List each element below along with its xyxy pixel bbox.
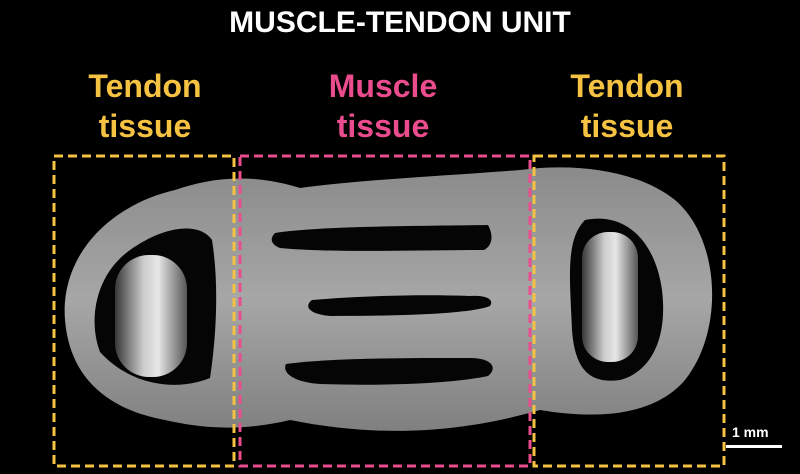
tendon-right-label-line2: tissue (580, 108, 674, 144)
muscle-region (238, 154, 532, 468)
scale-bar-label: 1 mm (732, 424, 769, 440)
muscle-slit-top (271, 225, 492, 251)
muscle-label-line2: tissue (336, 108, 430, 144)
tendon-left-label: Tendon tissue (55, 66, 235, 146)
muscle-label-line1: Muscle (328, 68, 438, 104)
right-anchor-post (582, 232, 638, 362)
muscle-slit-middle (308, 295, 492, 316)
muscle-slit-bottom (285, 358, 493, 385)
tendon-right-region (532, 154, 726, 468)
tendon-left-region (52, 154, 236, 468)
tendon-right-label-line1: Tendon (570, 68, 684, 104)
tendon-left-label-line1: Tendon (88, 68, 202, 104)
scale-bar (726, 445, 782, 448)
tendon-left-label-line2: tissue (98, 108, 192, 144)
muscle-label: Muscle tissue (238, 66, 528, 146)
figure-title: MUSCLE-TENDON UNIT (229, 6, 571, 39)
tendon-right-label: Tendon tissue (532, 66, 722, 146)
left-anchor-post (115, 255, 187, 377)
